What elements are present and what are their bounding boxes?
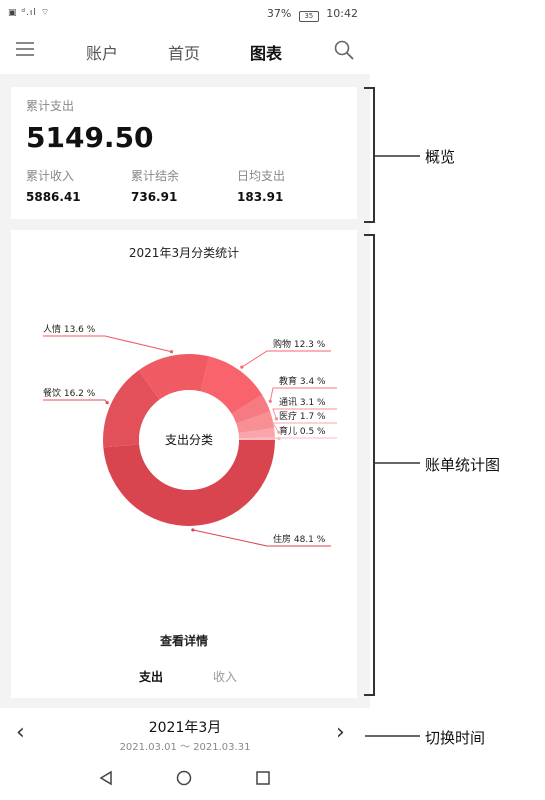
phone-screen: ▣ ᵈ.ıl ⌔ 37% 35 10:42 账户 首页 图表 累计支出 5149… — [0, 0, 370, 800]
donut-center-label: 支出分类 — [165, 433, 213, 447]
battery-icon: 35 — [298, 11, 319, 22]
leader-line-0 — [192, 529, 331, 547]
total-expense-value: 5149.50 — [26, 121, 154, 154]
slice-label-0: 住房 48.1 % — [273, 533, 326, 545]
slice-label-4: 教育 3.4 % — [279, 375, 326, 387]
slice-2[interactable] — [138, 354, 210, 400]
slice-5[interactable] — [236, 411, 275, 434]
next-month-arrow-icon[interactable]: › — [336, 720, 345, 745]
total-balance-label: 累计结余 — [131, 169, 180, 183]
leader-dot-4 — [268, 399, 272, 403]
slice-label-5: 通讯 3.1 % — [279, 397, 326, 408]
slice-6[interactable] — [238, 428, 275, 439]
slice-0[interactable] — [103, 440, 276, 527]
slice-label-2: 人情 13.6 % — [43, 323, 96, 335]
status-right: 37% 35 10:42 — [267, 7, 358, 22]
total-balance-value: 736.91 — [131, 190, 178, 204]
chart-title: 2021年3月分类统计 — [128, 246, 240, 260]
leader-line-1 — [43, 399, 108, 403]
overview-card: 累计支出 5149.50 累计收入 5886.41 累计结余 736.91 日均… — [11, 87, 357, 219]
toggle-income[interactable]: 收入 — [213, 670, 238, 684]
slice-label-6: 医疗 1.7 % — [279, 410, 326, 422]
tab-home[interactable]: 首页 — [168, 44, 201, 63]
slice-7[interactable] — [238, 437, 275, 440]
leader-dot-0 — [191, 528, 195, 532]
period-month: 2021年3月 — [148, 720, 222, 736]
search-icon[interactable] — [334, 40, 354, 60]
battery-icon-text: 35 — [304, 12, 314, 20]
menu-icon[interactable] — [16, 42, 34, 56]
donut-hole — [139, 390, 239, 490]
top-navigation: 账户 首页 图表 — [0, 28, 370, 74]
signal-wifi-icons: ▣ ᵈ.ıl ⌔ — [8, 8, 51, 18]
annotation-chart: 账单统计图 — [425, 456, 501, 474]
back-triangle-icon[interactable] — [98, 770, 114, 786]
recents-square-icon[interactable] — [255, 770, 271, 786]
leader-line-3 — [241, 350, 331, 368]
annotation-switch-time: 切换时间 — [425, 729, 486, 747]
period-switcher: ‹ 2021年3月 2021.03.01 ～ 2021.03.31 › — [0, 708, 370, 758]
slice-1[interactable] — [103, 370, 160, 448]
annotation-brackets — [364, 87, 420, 737]
leader-dot-7 — [277, 436, 281, 441]
donut-chart[interactable]: 住房 48.1 % 餐饮 16.2 % 人情 13.6 % 购物 12.3 % 教育 3… — [11, 230, 357, 630]
battery-percent: 37% — [266, 7, 292, 20]
tab-accounts[interactable]: 账户 — [86, 44, 119, 63]
leader-line-6 — [272, 422, 337, 433]
slice-4[interactable] — [231, 394, 271, 424]
system-navigation-bar — [0, 758, 370, 800]
leader-line-4 — [269, 387, 337, 402]
leader-dot-2 — [169, 350, 174, 354]
leader-dot-6 — [277, 430, 281, 434]
leader-dot-1 — [105, 400, 109, 405]
annotation-overview: 概览 — [425, 148, 456, 166]
leader-line-5 — [272, 408, 337, 419]
home-circle-icon[interactable] — [176, 770, 192, 786]
slice-label-7: 育儿 0.5 % — [279, 425, 326, 437]
toggle-expense[interactable]: 支出 — [139, 670, 164, 684]
leader-line-2 — [43, 335, 172, 353]
slice-label-1: 餐饮 16.2 % — [43, 387, 96, 399]
slice-label-3: 购物 12.3 % — [273, 338, 326, 350]
view-details-button[interactable]: 查看详情 — [159, 634, 208, 648]
daily-avg-value: 183.91 — [237, 190, 284, 204]
slice-3[interactable] — [200, 356, 263, 414]
tab-charts[interactable]: 图表 — [250, 44, 283, 63]
leader-dot-3 — [240, 365, 244, 369]
period-range: 2021.03.01 ～ 2021.03.31 — [119, 742, 251, 753]
prev-month-arrow-icon[interactable]: ‹ — [16, 720, 25, 745]
status-bar: ▣ ᵈ.ıl ⌔ 37% 35 10:42 — [0, 0, 370, 28]
daily-avg-label: 日均支出 — [237, 169, 286, 183]
total-expense-label: 累计支出 — [26, 99, 75, 113]
leader-dot-5 — [274, 417, 279, 421]
total-income-value: 5886.41 — [26, 190, 81, 204]
clock: 10:42 — [326, 7, 358, 20]
total-income-label: 累计收入 — [26, 169, 75, 183]
chart-card: 2021年3月分类统计 住房 48.1 % 餐饮 16.2 % 人情 13.6 % 购… — [11, 230, 357, 698]
leader-line-7 — [272, 437, 337, 440]
